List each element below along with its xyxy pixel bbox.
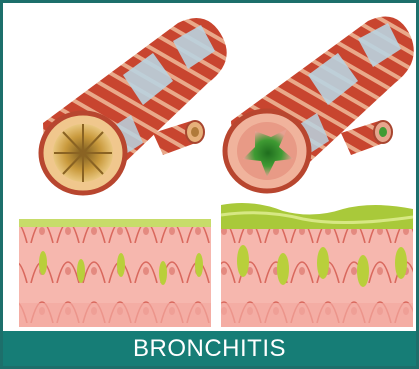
healthy-mucosa-section [19,219,211,327]
bronchitis-illustration [3,3,416,331]
caption-title: BRONCHITIS [133,335,286,363]
caption-bar: BRONCHITIS [3,331,416,366]
healthy-bronchus-tube [41,18,227,193]
inflamed-mucosa-section [221,203,413,327]
inflamed-bronchus-tube [225,17,414,191]
